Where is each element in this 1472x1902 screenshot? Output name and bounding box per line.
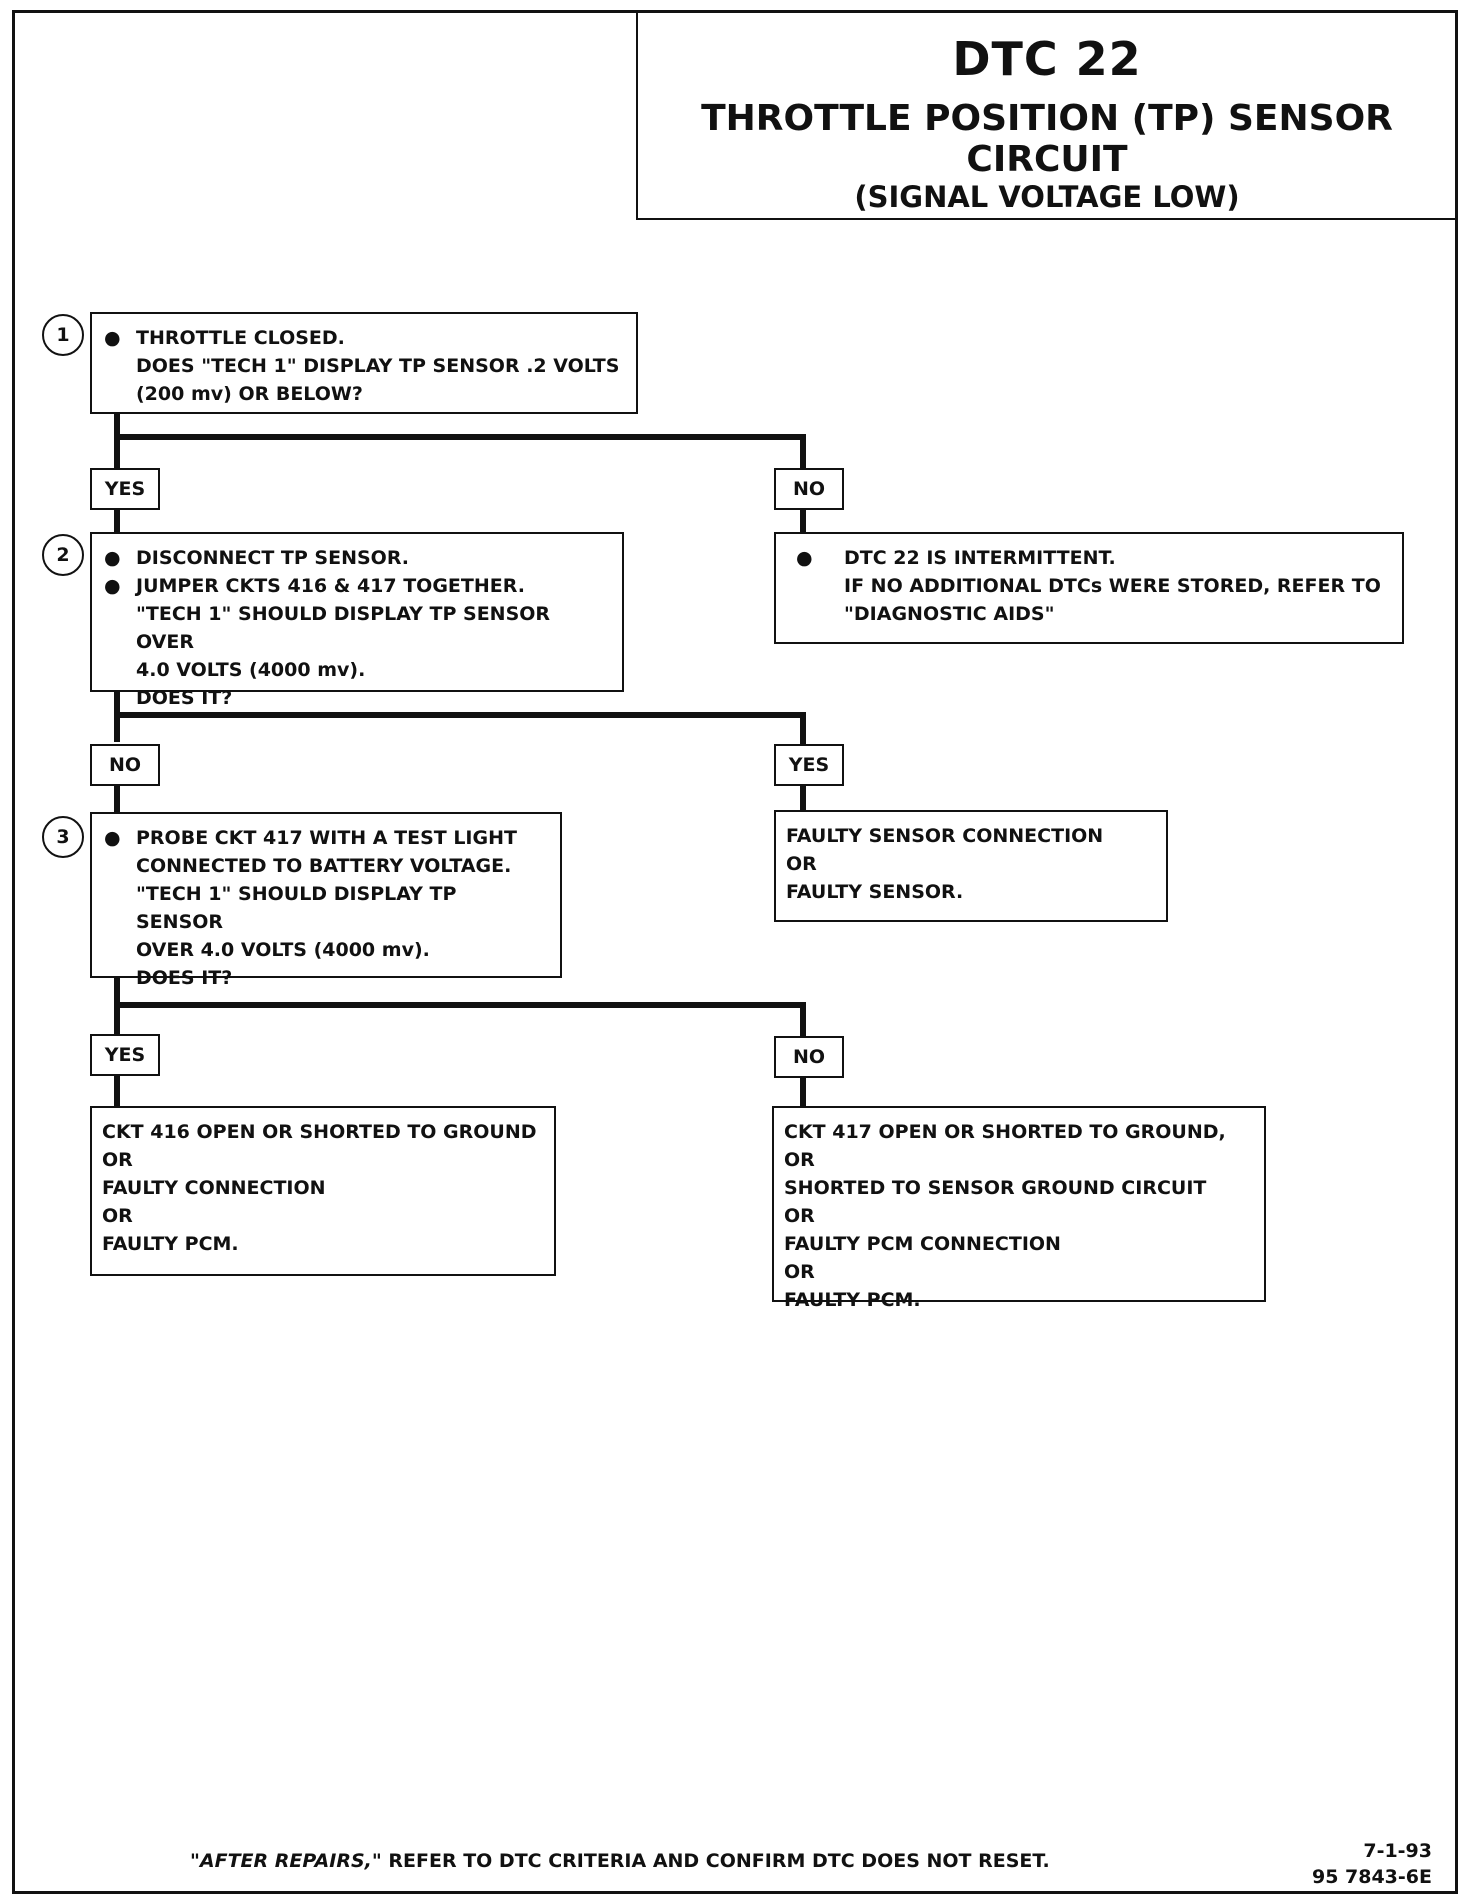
document-code: 7-1-93 95 7843-6E bbox=[1312, 1838, 1432, 1890]
intermittent-outcome-box: ●DTC 22 IS INTERMITTENT. IF NO ADDITIONA… bbox=[774, 532, 1404, 644]
condition-subtitle: (SIGNAL VOLTAGE LOW) bbox=[854, 180, 1240, 214]
step-number-circle: 1 bbox=[42, 314, 84, 356]
connector-line bbox=[800, 1002, 806, 1038]
yes-label: YES bbox=[90, 468, 160, 510]
step-bullet: ●PROBE CKT 417 WITH A TEST LIGHT bbox=[104, 827, 517, 849]
no-label: NO bbox=[90, 744, 160, 786]
step-number-circle: 3 bbox=[42, 816, 84, 858]
no-label: NO bbox=[774, 468, 844, 510]
faulty-sensor-outcome-box: FAULTY SENSOR CONNECTION OR FAULTY SENSO… bbox=[774, 810, 1168, 922]
step-bullet: ●DISCONNECT TP SENSOR. bbox=[104, 547, 410, 569]
connector-line bbox=[800, 712, 806, 744]
connector-line bbox=[800, 510, 806, 534]
dtc-code-title: DTC 22 bbox=[952, 32, 1142, 86]
ckt-416-outcome-box: CKT 416 OPEN OR SHORTED TO GROUND OR FAU… bbox=[90, 1106, 556, 1276]
connector-line bbox=[800, 784, 806, 812]
no-label: NO bbox=[774, 1036, 844, 1078]
connector-line bbox=[114, 434, 806, 440]
step-number-circle: 2 bbox=[42, 534, 84, 576]
step-1-box: ●THROTTLE CLOSED. DOES "TECH 1" DISPLAY … bbox=[90, 312, 638, 414]
connector-line bbox=[114, 412, 120, 472]
connector-line bbox=[114, 784, 120, 812]
step-bullet: ●JUMPER CKTS 416 & 417 TOGETHER. bbox=[104, 575, 525, 597]
yes-label: YES bbox=[774, 744, 844, 786]
footer-emphasis: "AFTER REPAIRS," bbox=[190, 1850, 382, 1872]
step-bullet: ●THROTTLE CLOSED. bbox=[104, 327, 345, 349]
connector-line bbox=[800, 434, 806, 474]
title-block: DTC 22 THROTTLE POSITION (TP) SENSOR CIR… bbox=[636, 10, 1458, 220]
circuit-title: THROTTLE POSITION (TP) SENSOR CIRCUIT bbox=[701, 98, 1393, 180]
outcome-bullet: ●DTC 22 IS INTERMITTENT. bbox=[796, 547, 1116, 569]
step-2-box: ●DISCONNECT TP SENSOR. ●JUMPER CKTS 416 … bbox=[90, 532, 624, 709]
connector-line bbox=[114, 1074, 120, 1108]
document-number: 95 7843-6E bbox=[1311, 1866, 1432, 1888]
step-3-box: ●PROBE CKT 417 WITH A TEST LIGHT CONNECT… bbox=[90, 812, 562, 989]
connector-line bbox=[114, 510, 120, 534]
connector-line bbox=[114, 1002, 806, 1008]
yes-label: YES bbox=[90, 1034, 160, 1076]
footer-note: "AFTER REPAIRS," REFER TO DTC CRITERIA A… bbox=[190, 1850, 1050, 1872]
connector-line bbox=[114, 712, 806, 718]
ckt-417-outcome-box: CKT 417 OPEN OR SHORTED TO GROUND, OR SH… bbox=[772, 1106, 1266, 1311]
footer-text: REFER TO DTC CRITERIA AND CONFIRM DTC DO… bbox=[381, 1850, 1050, 1872]
connector-line bbox=[800, 1078, 806, 1108]
document-date: 7-1-93 bbox=[1363, 1840, 1432, 1862]
